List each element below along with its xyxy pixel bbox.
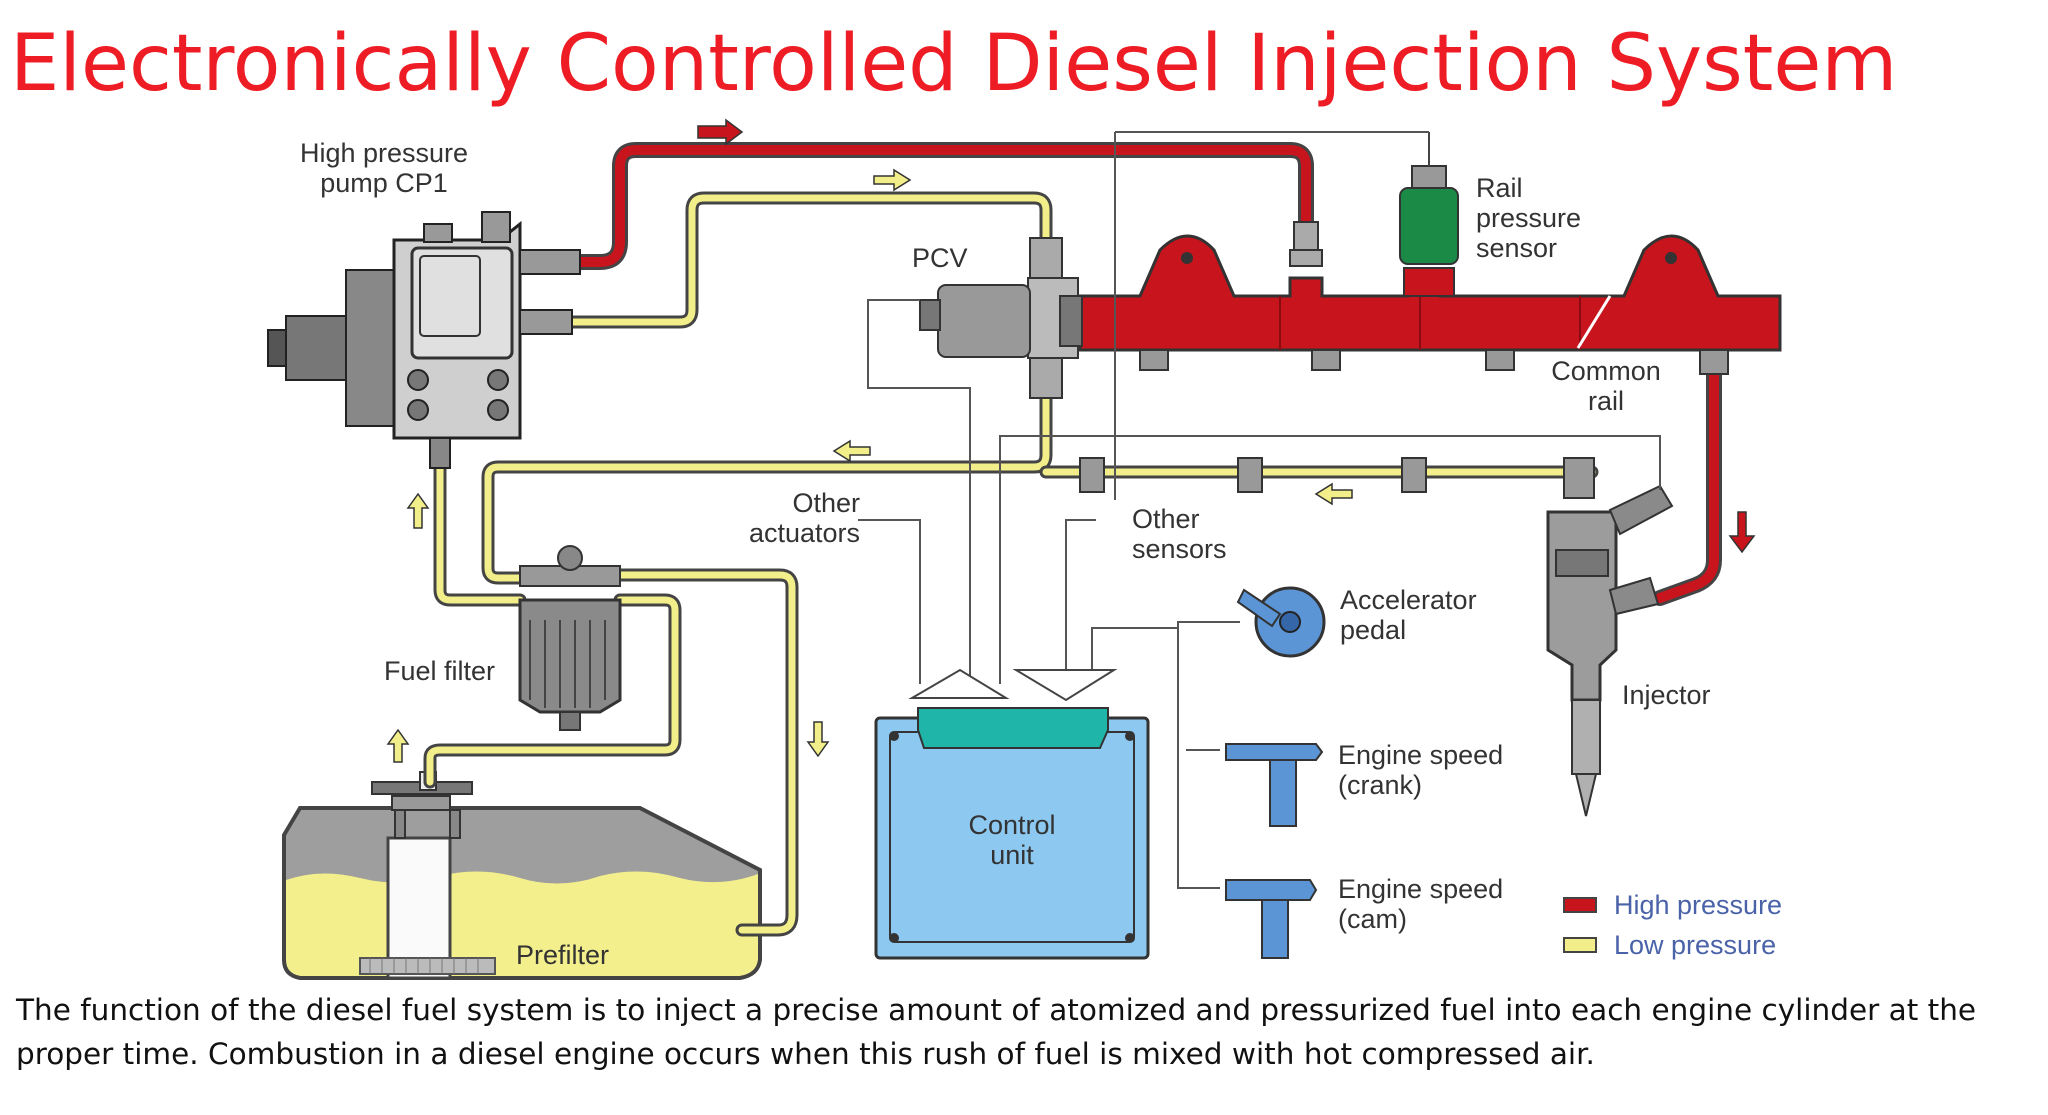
fuel-filter bbox=[518, 545, 622, 731]
injector bbox=[1546, 457, 1674, 817]
other-sensors-label-line2: sensors bbox=[1132, 534, 1227, 564]
signal-wires bbox=[858, 131, 1661, 889]
flow-arrows bbox=[386, 118, 1756, 763]
other-actuators-label-line2: actuators bbox=[749, 518, 860, 548]
prefilter-label: Prefilter bbox=[516, 940, 609, 970]
high-pressure-lines bbox=[572, 142, 1722, 606]
rail-inlet-fitting bbox=[1289, 221, 1323, 267]
crank-speed-sensor bbox=[1225, 743, 1324, 827]
rail-sensor-label-line1: Rail bbox=[1476, 173, 1523, 203]
cam-sensor-label-line1: Engine speed bbox=[1338, 874, 1503, 904]
sensor-signal-arrow bbox=[1012, 669, 1118, 702]
tank-pump-module bbox=[386, 836, 452, 980]
legend-swatch-low-pressure bbox=[1563, 937, 1597, 953]
crank-sensor-label-line1: Engine speed bbox=[1338, 740, 1503, 770]
pump-label-line2: pump CP1 bbox=[320, 168, 448, 198]
flow-arrow-down-icon bbox=[1728, 511, 1756, 554]
caption-text: The function of the diesel fuel system i… bbox=[16, 993, 1977, 1071]
prefilter-element bbox=[359, 957, 496, 975]
flow-arrow-right-icon bbox=[873, 168, 912, 192]
injector-label: Injector bbox=[1622, 680, 1711, 710]
legend-label-low-pressure: Low pressure bbox=[1614, 930, 1776, 960]
control-unit-label-line2: unit bbox=[990, 840, 1034, 870]
accelerator-pedal bbox=[1236, 586, 1326, 658]
high-pressure-pump bbox=[267, 211, 581, 469]
control-unit bbox=[874, 707, 1150, 960]
control-unit-label-line1: Control bbox=[968, 810, 1055, 840]
low-pressure-lines bbox=[423, 191, 1599, 937]
pcv-label: PCV bbox=[912, 243, 968, 273]
rail-sensor-label-line3: sensor bbox=[1476, 233, 1557, 263]
crank-sensor-label-line2: (crank) bbox=[1338, 770, 1422, 800]
rail-sensor-label-line2: pressure bbox=[1476, 203, 1581, 233]
flow-arrow-left-icon bbox=[832, 439, 871, 463]
page-title: Electronically Controlled Diesel Injecti… bbox=[10, 19, 1898, 109]
cam-sensor-label-line2: (cam) bbox=[1338, 904, 1407, 934]
common-rail-label-line2: rail bbox=[1588, 386, 1624, 416]
flow-arrow-right-icon bbox=[697, 118, 744, 146]
rail-pressure-sensor bbox=[1399, 132, 1459, 297]
flow-arrow-up-icon bbox=[406, 492, 430, 529]
legend-swatch-high-pressure bbox=[1563, 897, 1597, 913]
legend-label-high-pressure: High pressure bbox=[1614, 890, 1782, 920]
other-sensors-label-line1: Other bbox=[1132, 504, 1200, 534]
flow-arrow-up-icon bbox=[386, 728, 410, 763]
flow-arrow-down-icon bbox=[806, 721, 830, 758]
other-actuators-label-line1: Other bbox=[792, 488, 860, 518]
legend: High pressure Low pressure bbox=[1563, 890, 1782, 960]
cam-speed-sensor bbox=[1225, 879, 1318, 959]
pump-label-line1: High pressure bbox=[300, 138, 468, 168]
accelerator-label-line1: Accelerator bbox=[1340, 585, 1477, 615]
actuator-signal-arrow bbox=[908, 668, 1010, 699]
high-pressure-line bbox=[1652, 364, 1722, 606]
accelerator-label-line2: pedal bbox=[1340, 615, 1406, 645]
common-rail-label-line1: Common bbox=[1551, 356, 1661, 386]
flow-arrow-left-icon bbox=[1314, 482, 1353, 506]
fuel-filter-label: Fuel filter bbox=[384, 656, 495, 686]
diagram-labels: High pressure pump CP1 PCV Rail pressure… bbox=[300, 138, 1711, 970]
pcv-valve bbox=[919, 237, 1083, 399]
